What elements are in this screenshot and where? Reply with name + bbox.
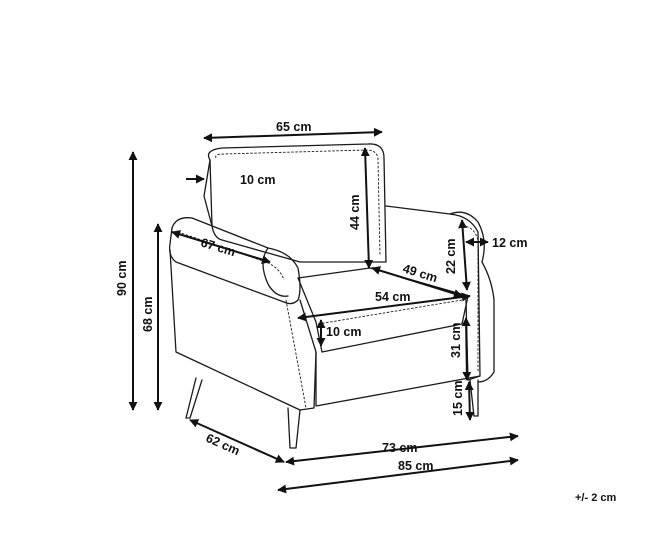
label-arm-height: 22 cm (444, 239, 458, 274)
arrow-seat-depth (371, 266, 463, 298)
label-arm-width: 12 cm (492, 236, 527, 250)
leg-front-right (287, 407, 301, 449)
left-arm-piping (177, 231, 285, 281)
arrow-side-depth (189, 419, 285, 463)
label-arm-total-height: 68 cm (141, 297, 155, 332)
label-arm-depth: 67 cm (199, 235, 237, 259)
tolerance-note: +/- 2 cm (575, 492, 616, 504)
seat-cushion (297, 267, 469, 353)
arrow-back-height (360, 147, 374, 269)
label-total-height: 90 cm (115, 261, 129, 296)
dimension-arrows (128, 127, 519, 494)
label-seat-height: 31 cm (449, 323, 463, 358)
label-total-width: 85 cm (398, 459, 433, 473)
label-seat-width: 54 cm (375, 290, 410, 304)
front-base (315, 351, 481, 407)
left-arm-front-piping (285, 299, 307, 409)
leg-front-left (185, 377, 203, 419)
arrow-arm-depth (171, 230, 271, 264)
left-arm-front (169, 249, 317, 411)
label-back-offset: 10 cm (240, 173, 275, 187)
label-leg-height: 15 cm (451, 381, 465, 416)
left-arm-top (168, 217, 301, 305)
label-back-width: 65 cm (276, 120, 311, 134)
leg-back-right (469, 379, 479, 417)
arrow-back-width (203, 127, 383, 143)
arrow-total-width (277, 456, 519, 494)
arrow-seat-width (297, 292, 471, 322)
label-cushion: 10 cm (326, 325, 361, 339)
arrow-arm-height (458, 219, 471, 291)
right-arm-roll (449, 211, 495, 383)
arrow-leg-height (464, 381, 475, 421)
label-front-width: 73 cm (382, 441, 417, 455)
backrest-side (203, 159, 213, 227)
armchair-drawing (168, 143, 495, 449)
arrow-seat-height (461, 317, 472, 381)
label-back-height: 44 cm (348, 195, 362, 230)
